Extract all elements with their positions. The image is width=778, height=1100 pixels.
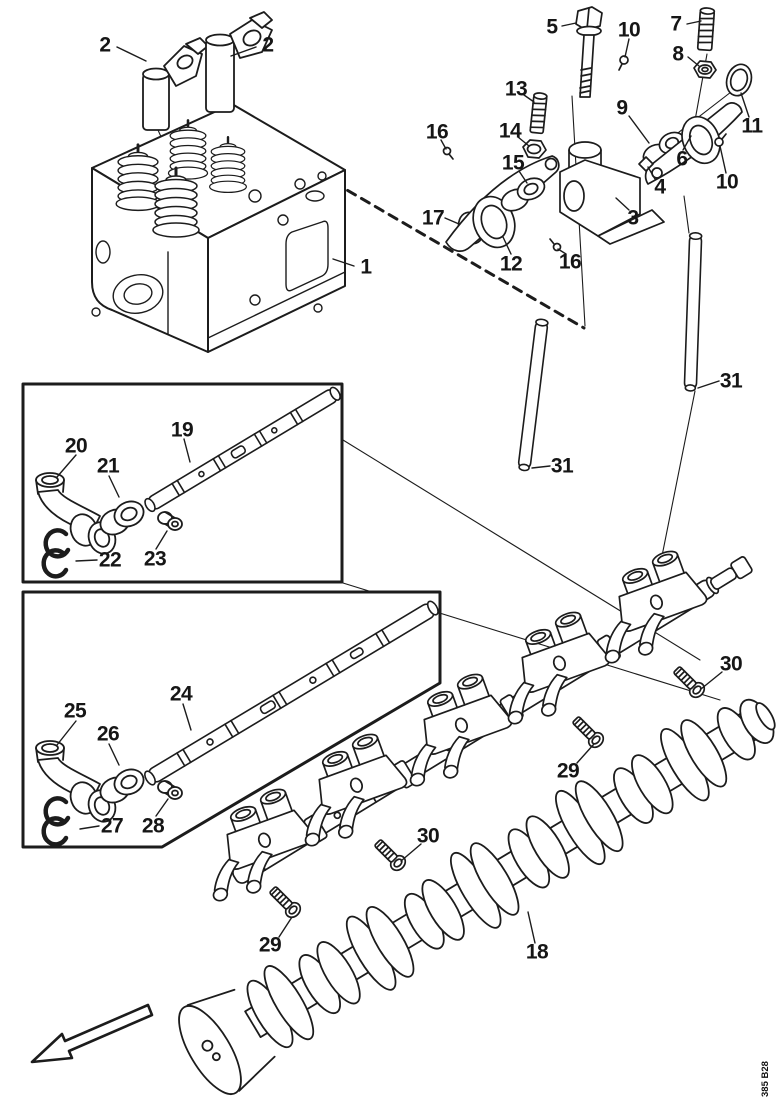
rocker-shaft-19 (144, 386, 341, 513)
rocker-shaft-assembly (185, 543, 753, 922)
bolt-5 (575, 6, 603, 98)
ball-stud-10-right (714, 133, 727, 147)
pin-4 (638, 156, 654, 172)
rocker-pedestal-assembly (442, 6, 753, 252)
pushrods (517, 232, 703, 472)
mount-screw-30 (370, 835, 410, 875)
shaft-bracket-3 (559, 141, 665, 245)
camshaft (178, 698, 776, 1095)
nut-8 (693, 60, 717, 79)
ball-stud-10-top (618, 55, 629, 71)
mount-screw-29 (265, 882, 305, 922)
adjusting-screw-7 (696, 7, 716, 52)
mount-screw-30 (669, 662, 709, 702)
orientation-arrow-icon (30, 1003, 154, 1064)
adjusting-screw-13 (529, 92, 548, 135)
mount-screw-29 (568, 712, 608, 752)
footer-part-code: 385 B28 (760, 1061, 771, 1097)
leader-lines (56, 20, 750, 944)
clip-16-left (442, 146, 454, 160)
inset-box-upper (21, 382, 344, 584)
inset-box-lower (21, 590, 442, 849)
seal-ring-11 (725, 63, 753, 97)
cylinder-head (91, 103, 346, 353)
nut-14 (522, 139, 547, 159)
valve-tappets (142, 11, 273, 131)
rocker-shaft-24 (144, 600, 439, 786)
